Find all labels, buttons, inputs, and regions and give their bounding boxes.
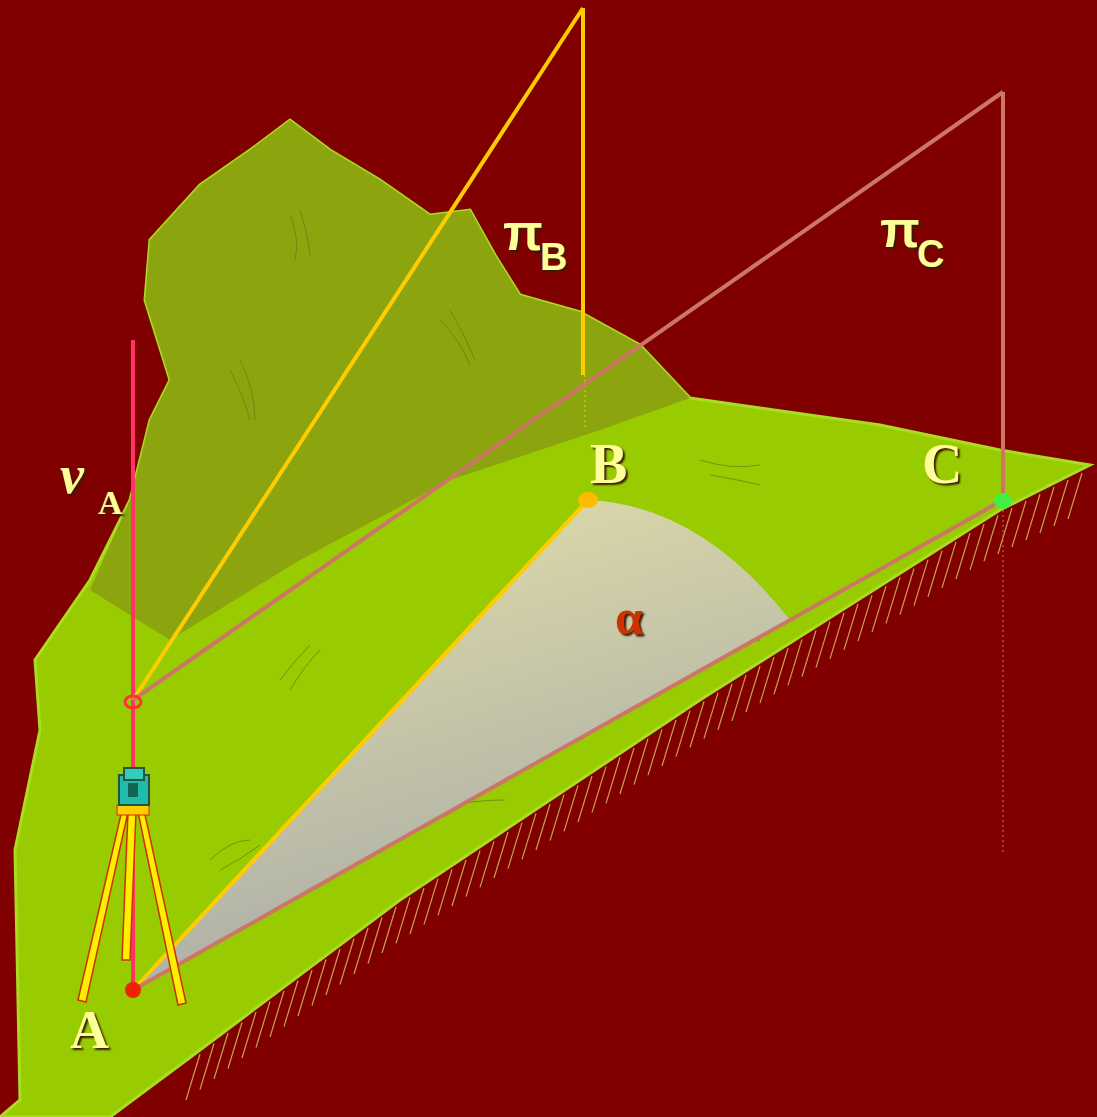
hatch-line [788, 639, 802, 685]
angle-alpha-sector [133, 500, 790, 990]
hatch-line [186, 1054, 200, 1100]
hatch-line [676, 711, 690, 757]
line-ab [133, 500, 588, 990]
hatch-line [410, 888, 424, 934]
hatch-line [452, 860, 466, 906]
hatch-line [564, 785, 578, 831]
plane-c-dotted [1003, 505, 1004, 855]
hatch-line [1068, 473, 1082, 519]
hatch-line [284, 981, 298, 1027]
hatch-line [494, 832, 508, 878]
hatch-line [340, 939, 354, 985]
hatch-line [718, 684, 732, 730]
hatch-line [578, 776, 592, 822]
instrument-point [125, 696, 141, 708]
hatch-line [382, 907, 396, 953]
hatch-line [270, 991, 284, 1037]
hatch-line [970, 524, 984, 570]
hatch-line [620, 748, 634, 794]
hatch-line [690, 701, 704, 747]
hatch-line [1040, 487, 1054, 533]
hatch-line [886, 577, 900, 623]
hatch-line [1054, 480, 1068, 526]
hatch-line [774, 648, 788, 694]
hatch-line [998, 508, 1012, 554]
hatch-line [200, 1044, 214, 1090]
subscript: B [540, 238, 567, 276]
hatch-line [858, 595, 872, 641]
hatch-line [830, 613, 844, 659]
hatch-line [760, 657, 774, 703]
hatch-line [704, 693, 718, 739]
hatch-line [648, 729, 662, 775]
hatch-line [298, 970, 312, 1016]
plane-b-vertical [581, 8, 585, 375]
hatch-line [242, 1012, 256, 1058]
hatch-line [732, 675, 746, 721]
hatch-line [438, 869, 452, 915]
point-label: C [922, 436, 962, 492]
hatch-line [480, 841, 494, 887]
angle-label: α [615, 592, 643, 642]
vertical-symbol: v [60, 448, 84, 502]
hatch-line [1026, 494, 1040, 540]
hatch-line [928, 551, 942, 597]
hatch-line [816, 622, 830, 668]
hatch-line [592, 767, 606, 813]
point-c [994, 493, 1012, 509]
hatch-line [1012, 501, 1026, 547]
plane-c-vertical [1001, 92, 1005, 500]
hatch-line [872, 586, 886, 632]
hatch-line [228, 1023, 242, 1069]
hatch-line [312, 960, 326, 1006]
subscript: C [917, 235, 944, 273]
plane-symbol: π [503, 206, 543, 258]
point-b [578, 492, 598, 508]
point-label: A [70, 1003, 109, 1057]
tripod [78, 768, 186, 1005]
point-a [125, 982, 141, 998]
hatch-line [396, 897, 410, 943]
hatch-line [942, 542, 956, 588]
sight-c [133, 92, 1003, 700]
hatch-line [354, 928, 368, 974]
hatch-line [326, 949, 340, 995]
terrain [0, 120, 1090, 1117]
line-ac [133, 500, 1003, 990]
hatch-line [368, 918, 382, 964]
hatch-line [746, 666, 760, 712]
point-label: B [590, 436, 627, 492]
hatch-line [984, 515, 998, 561]
hatch-line [634, 739, 648, 785]
hatch-line [914, 560, 928, 606]
hatch-line [550, 795, 564, 841]
plane-symbol: π [880, 203, 920, 255]
hatch-line [424, 879, 438, 925]
hatch-line [522, 813, 536, 859]
hatch-line [802, 631, 816, 677]
hatch-line [256, 1002, 270, 1048]
hatch-line [956, 533, 970, 579]
sight-b [133, 8, 583, 700]
hatch-line [466, 851, 480, 897]
hatch-line [662, 720, 676, 766]
hatch-line [536, 804, 550, 850]
subscript: A [98, 486, 123, 520]
hatch-line [508, 823, 522, 869]
hatch-line [214, 1033, 228, 1079]
hatch-line [606, 757, 620, 803]
hatch-line [900, 568, 914, 614]
hatch-line [844, 604, 858, 650]
